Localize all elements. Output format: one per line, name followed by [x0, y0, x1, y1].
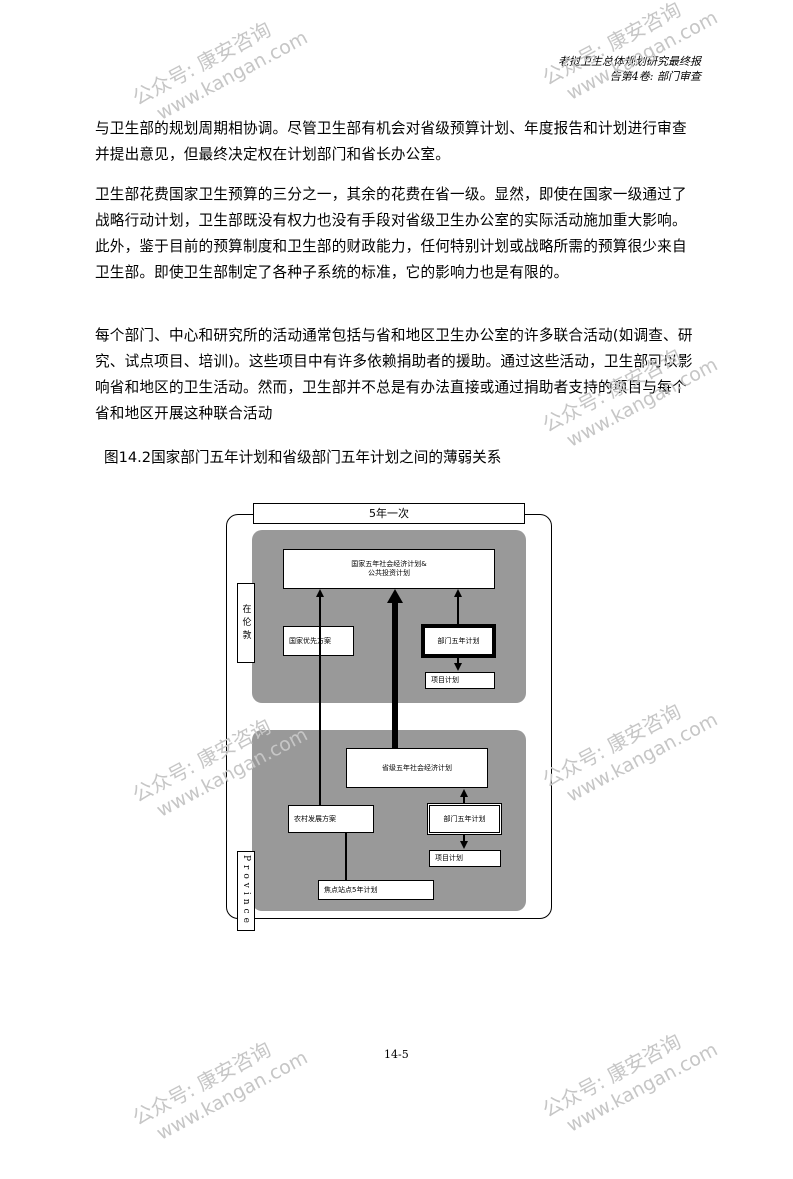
province-to-national-thick-line	[392, 603, 398, 748]
header-title: 老挝卫生总体规划研究最终报	[558, 55, 701, 68]
rural-to-focus-line	[345, 833, 347, 880]
province-sector-plan-box: 部门五年计划	[427, 803, 502, 835]
figure-caption: 图14.2国家部门五年计划和省级部门五年计划之间的薄弱关系	[104, 449, 502, 466]
province-plan-box: 省级五年社会经济计划	[346, 748, 488, 788]
national-plan-box: 国家五年社会经济计划& 公共投资计划	[283, 549, 495, 589]
project-arrow-down-icon	[454, 663, 462, 671]
header-subtitle: 告第4卷: 部门审查	[609, 70, 701, 83]
national-side-label: 在伦敦	[237, 583, 255, 663]
paragraph-2: 卫生部花费国家卫生预算的三分之一，其余的花费在省一级。显然，即使在国家一级通过了…	[95, 186, 687, 281]
rural-development-box: 农村发展方案	[288, 805, 374, 833]
sector-arrow-up-icon	[454, 589, 462, 597]
paragraph-3: 每个部门、中心和研究所的活动通常包括与省和地区卫生办公室的许多联合活动(如调查、…	[95, 327, 693, 422]
thick-arrow-head-up-icon	[387, 589, 403, 603]
prov-sector-to-plan-line	[463, 796, 465, 803]
province-project-plan-box: 项目计划	[429, 850, 501, 867]
paragraph-1: 与卫生部的规划周期相协调。尽管卫生部有机会对省级预算计划、年度报告和计划进行审查…	[95, 120, 687, 163]
focus-site-plan-box: 焦点站点5年计划	[318, 880, 434, 900]
planning-diagram: 5年一次 国家五年社会经济计划& 公共投资计划 国家优先方案 部门五年计划 项目…	[226, 503, 556, 935]
sector-to-project-line	[457, 658, 459, 664]
prov-sector-to-project-line	[463, 835, 465, 841]
report-header: 老挝卫生总体规划研究最终报 告第4卷: 部门审查	[558, 54, 701, 84]
prov-project-arrow-down-icon	[460, 841, 468, 849]
province-side-label: Province	[237, 851, 255, 931]
national-project-plan-box: 项目计划	[425, 672, 495, 689]
arrow-head-up-icon	[316, 589, 324, 597]
national-sector-plan-box: 部门五年计划	[421, 624, 496, 658]
sector-to-national-line	[457, 597, 459, 624]
cycle-label: 5年一次	[253, 503, 525, 524]
national-priority-box: 国家优先方案	[283, 626, 354, 656]
page-number: 14-5	[384, 1048, 409, 1061]
rural-to-national-line	[319, 597, 321, 805]
prov-sector-arrow-up-icon	[460, 789, 468, 797]
